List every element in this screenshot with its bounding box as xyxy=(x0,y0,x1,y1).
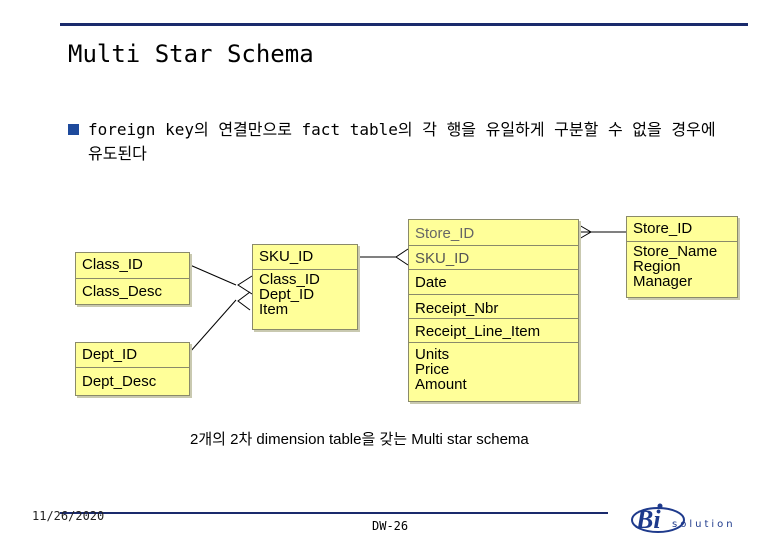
bullet-square-icon xyxy=(68,124,79,135)
fact-receipt-nbr-cell: Receipt_Nbr xyxy=(409,294,578,317)
bi-solution-logo: Bi solution xyxy=(630,500,750,536)
store-attr-name: Store_Name xyxy=(633,243,718,260)
sku-attr-class-id: Class_ID xyxy=(259,271,320,288)
dept-desc-cell: Dept_Desc xyxy=(76,367,189,390)
bottom-rule xyxy=(60,512,608,514)
dept-sku-line xyxy=(189,299,237,353)
class-desc-cell: Class_Desc xyxy=(76,278,189,300)
store-fact-crowfoot xyxy=(578,224,592,240)
fact-receipt-line-item-cell: Receipt_Line_Item xyxy=(409,318,578,340)
diagram-caption: 2개의 2차 dimension table을 갖는 Multi star sc… xyxy=(190,431,529,448)
fact-measure-price: Price xyxy=(415,361,450,378)
sku-attributes: Class_ID Dept_ID Item xyxy=(253,269,357,317)
class-table: Class_ID Class_Desc xyxy=(75,252,190,305)
sku-fact-crowfoot xyxy=(395,248,409,266)
class-id-cell: Class_ID xyxy=(82,256,143,273)
class-sku-line xyxy=(189,264,237,286)
store-attributes: Store_Name Region Manager xyxy=(627,241,737,289)
store-attr-region: Region xyxy=(633,258,681,275)
class-sku-crowfoot xyxy=(237,275,253,295)
store-header-cell: Store_ID xyxy=(633,220,693,237)
fact-sku-id-cell: SKU_ID xyxy=(409,245,578,267)
logo-brand-letters: Bi xyxy=(635,505,661,534)
store-attr-manager: Manager xyxy=(633,273,693,290)
logo-brand-word: solution xyxy=(672,519,736,530)
slide-title: Multi Star Schema xyxy=(68,40,314,68)
fact-date-cell: Date xyxy=(409,269,578,291)
sku-attr-dept-id: Dept_ID xyxy=(259,286,315,303)
dept-id-cell: Dept_ID xyxy=(82,346,138,363)
sku-table: SKU_ID Class_ID Dept_ID Item xyxy=(252,244,358,330)
logo-icon: Bi solution xyxy=(631,503,736,534)
sku-header-cell: SKU_ID xyxy=(259,248,314,265)
page-number: DW-26 xyxy=(372,519,409,533)
footer-date: 11/26/2020 xyxy=(32,509,105,523)
top-rule xyxy=(60,23,748,26)
dept-table: Dept_ID Dept_Desc xyxy=(75,342,190,396)
fact-store-id-cell: Store_ID xyxy=(415,225,475,242)
fact-measures: Units Price Amount xyxy=(409,342,578,392)
fact-table: Store_ID SKU_ID Date Receipt_Nbr Receipt… xyxy=(408,219,579,402)
fact-measure-units: Units xyxy=(415,346,450,363)
fact-measure-amount: Amount xyxy=(415,376,467,393)
store-table: Store_ID Store_Name Region Manager xyxy=(626,216,738,298)
sku-attr-item: Item xyxy=(259,301,289,318)
bullet-text: foreign key의 연결만으로 fact table의 각 행을 유일하게… xyxy=(88,120,716,163)
dept-sku-crowfoot xyxy=(237,291,251,311)
